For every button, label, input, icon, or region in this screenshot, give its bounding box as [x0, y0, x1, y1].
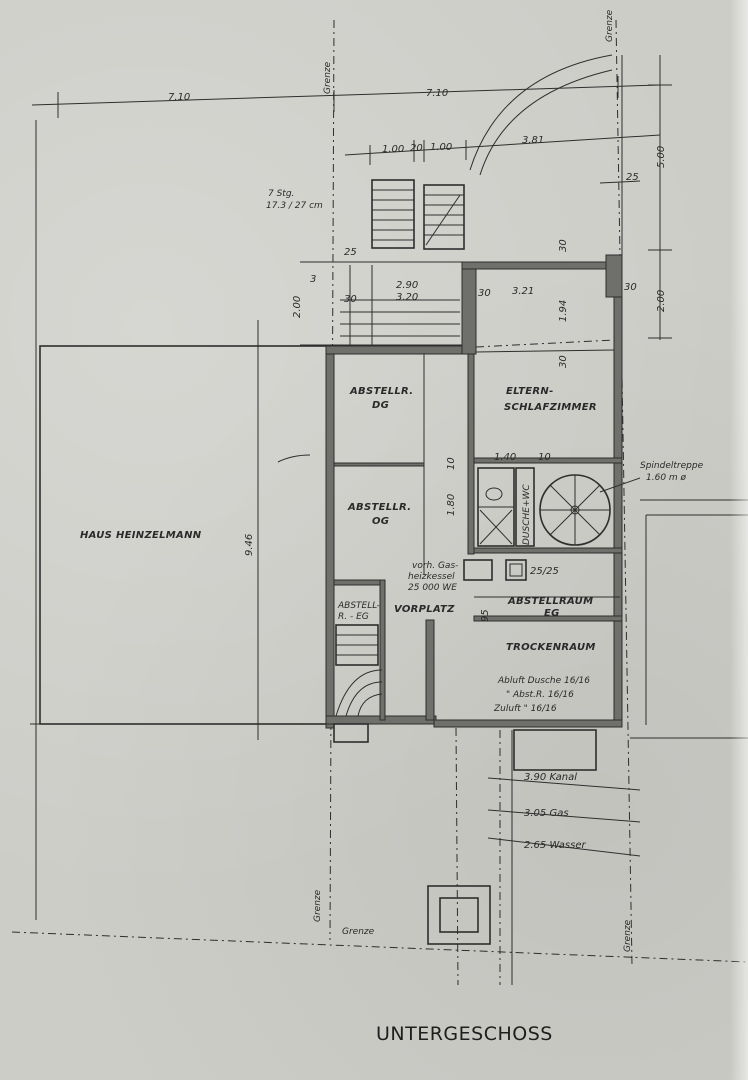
dim-2-00-left: 2.00	[292, 296, 303, 318]
dim-2-00-right: 2.00	[656, 290, 667, 312]
dim-3-81: 3.81	[522, 135, 544, 146]
room-vorplatz-label: VORPLATZ	[394, 604, 455, 615]
dim-1-40: 1.40	[494, 452, 516, 463]
grenze-label-top-left: Grenze	[323, 61, 333, 94]
dim-10-a: 10	[446, 457, 457, 470]
dim-30-room: 30	[478, 288, 491, 299]
grenze-label-bottom-right: Grenze	[623, 919, 633, 952]
dim-5-00: 5.00	[656, 146, 667, 168]
dim-25-stair: 25	[344, 247, 357, 258]
spindeltreppe-size: 1.60 m ø	[646, 473, 687, 483]
dim-3: 3	[310, 274, 316, 285]
dim-30-right: 30	[624, 282, 637, 293]
curved-outline	[469, 54, 613, 171]
abluft-dusche-note: Abluft Dusche 16/16	[497, 676, 590, 686]
building-walls	[325, 254, 623, 729]
dim-25-top: 25	[626, 172, 639, 183]
gas-boiler	[463, 559, 527, 581]
dim-1-80: 1.80	[446, 494, 457, 516]
wasser-label: 2.65 Wasser	[524, 840, 586, 851]
grenze-label-bottom: Grenze	[342, 927, 375, 937]
boundary-labels: Grenze Grenze Grenze Grenze Grenze	[313, 9, 633, 952]
dim-10-b: 10	[538, 452, 551, 463]
dim-30-vertical: 30	[558, 239, 569, 252]
room-schlafzimmer-label: SCHLAFZIMMER	[504, 402, 597, 413]
room-eltern-label: ELTERN-	[506, 386, 554, 397]
grenze-label-bottom-left: Grenze	[313, 889, 323, 922]
dim-3-20: 3.20	[396, 292, 418, 303]
room-labels: HAUS HEINZELMANN ABSTELLR. DG ABSTELLR. …	[80, 386, 704, 714]
dim-25-25: 25/25	[530, 566, 559, 577]
room-abstell-eg-floor: R. - EG	[338, 612, 369, 622]
dim-9-46: 9.46	[244, 534, 255, 556]
zuluft-note: Zuluft " 16/16	[493, 704, 557, 714]
exterior-stairs	[300, 179, 470, 346]
spindeltreppe-label: Spindeltreppe	[640, 461, 704, 471]
spiral-staircase	[539, 474, 641, 546]
room-dusche-wc-label: DUSCHE+WC	[522, 484, 532, 545]
abluft-abstellr-note: " Abst.R. 16/16	[506, 690, 574, 700]
interior-stairs	[333, 624, 383, 743]
dim-3-21: 3.21	[512, 286, 534, 297]
room-abstellraum-floor: EG	[544, 608, 560, 619]
dim-7-10-left: 7.10	[168, 92, 190, 103]
room-abstellraum-label: ABSTELLRAUM	[507, 596, 593, 607]
dim-1-00-b: 1.00	[430, 142, 452, 153]
dim-1-00-a: 1.00	[382, 144, 404, 155]
room-trockenraum-label: TROCKENRAUM	[506, 642, 596, 653]
dim-1-94: 1.94	[558, 300, 569, 322]
stairs-rise: 17.3 / 27 cm	[266, 201, 323, 211]
room-abstellr-og-floor: OG	[372, 516, 389, 527]
dim-2-90: 2.90	[396, 280, 418, 291]
stairs-count: 7 Stg.	[268, 189, 294, 199]
dim-30-low: 30	[558, 355, 569, 368]
gas-boiler-label-1: vorh. Gas-	[412, 561, 458, 571]
gas-boiler-label-3: 25 000 WE	[408, 583, 457, 593]
room-abstellr-dg-floor: DG	[372, 400, 389, 411]
bathroom-fixtures	[477, 467, 535, 547]
room-abstellr-og-label: ABSTELLR.	[347, 502, 411, 513]
dimension-labels: 7.10 7.10 1.00 20 1.00 3.81 25 5.00 7 St…	[168, 88, 667, 851]
utility-lines	[427, 499, 748, 986]
room-abstell-eg-label: ABSTELL-	[337, 601, 380, 611]
plan-title: UNTERGESCHOSS	[376, 1023, 553, 1045]
property-boundaries	[11, 19, 748, 966]
grenze-label-top-right: Grenze	[605, 9, 615, 42]
gas-boiler-label-2: heizkessel	[408, 572, 455, 582]
top-dimension-chain	[31, 55, 672, 340]
dim-95: 95	[480, 609, 491, 622]
kanal-label: 3.90 Kanal	[524, 772, 577, 783]
dim-20: 20	[410, 143, 423, 154]
room-abstellr-dg-label: ABSTELLR.	[349, 386, 413, 397]
neighbour-house-outline	[30, 120, 331, 920]
gas-label: 3.05 Gas	[524, 808, 569, 819]
dim-7-10-right: 7.10	[426, 88, 448, 99]
neighbour-house-label: HAUS HEINZELMANN	[80, 530, 202, 541]
dim-30-a: 30	[344, 294, 357, 305]
